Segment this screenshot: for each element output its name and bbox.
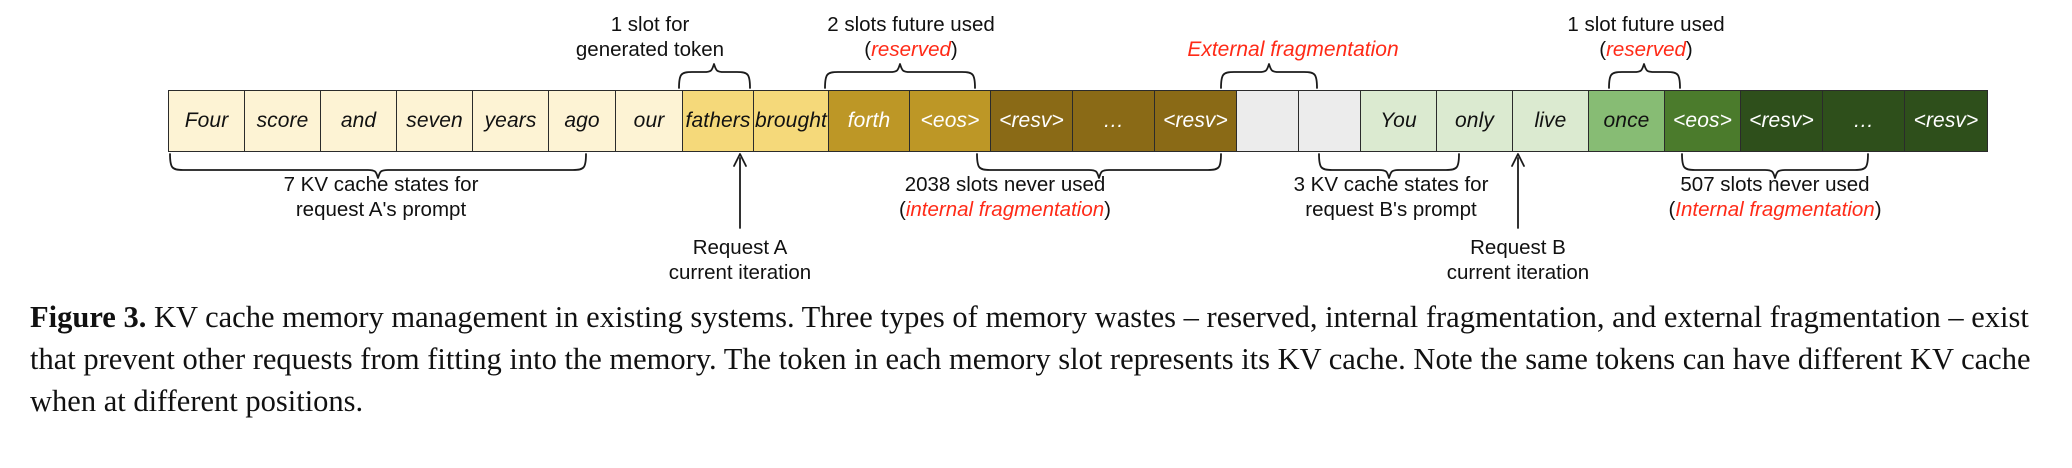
paren-open: ( xyxy=(899,198,906,221)
annotation-external-fragmentation: External fragmentation xyxy=(1187,38,1399,61)
memory-slot: <eos> xyxy=(910,91,991,151)
memory-slot: years xyxy=(473,91,549,151)
brace-external-fragmentation xyxy=(1220,63,1318,89)
memory-slot: … xyxy=(1073,91,1155,151)
annotation-reserved-b-line1: 1 slot future used xyxy=(1567,13,1725,36)
annotation-reserved-b: 1 slot future used (reserved) xyxy=(1526,12,1766,62)
annotation-request-a: Request A current iteration xyxy=(620,235,860,285)
annotation-prompt-b-line2: request B's prompt xyxy=(1305,198,1477,221)
memory-slot: live xyxy=(1513,91,1589,151)
arrow-request-b-head xyxy=(1511,153,1525,167)
annotation-prompt-b: 3 KV cache states for request B's prompt xyxy=(1226,172,1556,222)
annotation-generated-token: 1 slot for generated token xyxy=(540,12,760,62)
annotation-prompt-a-line1: 7 KV cache states for xyxy=(283,173,479,196)
annotation-request-b-line2: current iteration xyxy=(1446,261,1590,284)
figure-caption-text: KV cache memory management in existing s… xyxy=(30,300,2031,418)
annotation-request-b: Request B current iteration xyxy=(1398,235,1638,285)
memory-slot: once xyxy=(1589,91,1665,151)
annotation-request-b-line1: Request B xyxy=(1470,236,1566,259)
annotation-prompt-a-line2: request A's prompt xyxy=(295,198,467,221)
paren-open: ( xyxy=(1599,38,1607,61)
memory-slot: <resv> xyxy=(1155,91,1237,151)
figure-caption: Figure 3. KV cache memory management in … xyxy=(30,296,2048,422)
annotation-internal-a-emphasis: internal fragmentation xyxy=(905,198,1105,221)
memory-slot xyxy=(1237,91,1299,151)
annotation-internal-a: 2038 slots never used (internal fragment… xyxy=(840,172,1170,222)
annotation-request-a-line1: Request A xyxy=(692,236,788,259)
annotation-reserved-a: 2 slots future used (reserved) xyxy=(786,12,1036,62)
memory-slot: <resv> xyxy=(1905,91,1987,151)
brace-reserved-b xyxy=(1608,63,1681,89)
memory-slot xyxy=(1299,91,1361,151)
paren-close: ) xyxy=(1874,198,1882,221)
paren-close: ) xyxy=(1104,198,1111,221)
memory-slot: seven xyxy=(397,91,473,151)
memory-slot: our xyxy=(616,91,683,151)
annotation-reserved-b-line2: (reserved) xyxy=(1526,37,1766,62)
figure-number: Figure 3. xyxy=(30,300,147,334)
annotation-internal-b: 507 slots never used (Internal fragmenta… xyxy=(1600,172,1950,222)
memory-slot: score xyxy=(245,91,321,151)
annotation-internal-b-emphasis: Internal fragmentation xyxy=(1675,198,1875,221)
paren-open: ( xyxy=(1668,198,1676,221)
annotation-internal-b-line1: 507 slots never used xyxy=(1680,173,1870,196)
memory-slot: and xyxy=(321,91,397,151)
annotation-request-a-line2: current iteration xyxy=(668,261,812,284)
memory-slot: only xyxy=(1437,91,1513,151)
brace-reserved-a xyxy=(824,63,976,89)
annotation-internal-a-line1: 2038 slots never used xyxy=(904,173,1106,196)
annotation-reserved-a-emphasis: reserved xyxy=(871,38,951,61)
annotation-generated-token-line2: generated token xyxy=(575,38,725,61)
memory-slot: … xyxy=(1823,91,1905,151)
annotation-internal-a-line2: (internal fragmentation) xyxy=(840,197,1170,222)
memory-slot: You xyxy=(1361,91,1437,151)
brace-generated-token xyxy=(678,63,751,89)
memory-slot: <resv> xyxy=(991,91,1073,151)
annotation-internal-b-line2: (Internal fragmentation) xyxy=(1600,197,1950,222)
annotation-reserved-b-emphasis: reserved xyxy=(1606,38,1686,61)
annotation-generated-token-line1: 1 slot for xyxy=(610,13,690,36)
annotation-reserved-a-line2: (reserved) xyxy=(786,37,1036,62)
arrow-request-a-head xyxy=(733,153,747,167)
annotation-prompt-b-line1: 3 KV cache states for xyxy=(1293,173,1489,196)
memory-slot: <eos> xyxy=(1665,91,1741,151)
paren-open: ( xyxy=(864,38,872,61)
annotation-prompt-a: 7 KV cache states for request A's prompt xyxy=(216,172,546,222)
paren-close: ) xyxy=(1685,38,1693,61)
memory-slot: fathers xyxy=(683,91,754,151)
memory-slot: <resv> xyxy=(1741,91,1823,151)
memory-slot: brought xyxy=(754,91,829,151)
memory-slot: ago xyxy=(549,91,616,151)
memory-slot: Four xyxy=(169,91,245,151)
memory-slot: forth xyxy=(829,91,910,151)
annotation-reserved-a-line1: 2 slots future used xyxy=(827,13,995,36)
paren-close: ) xyxy=(950,38,958,61)
